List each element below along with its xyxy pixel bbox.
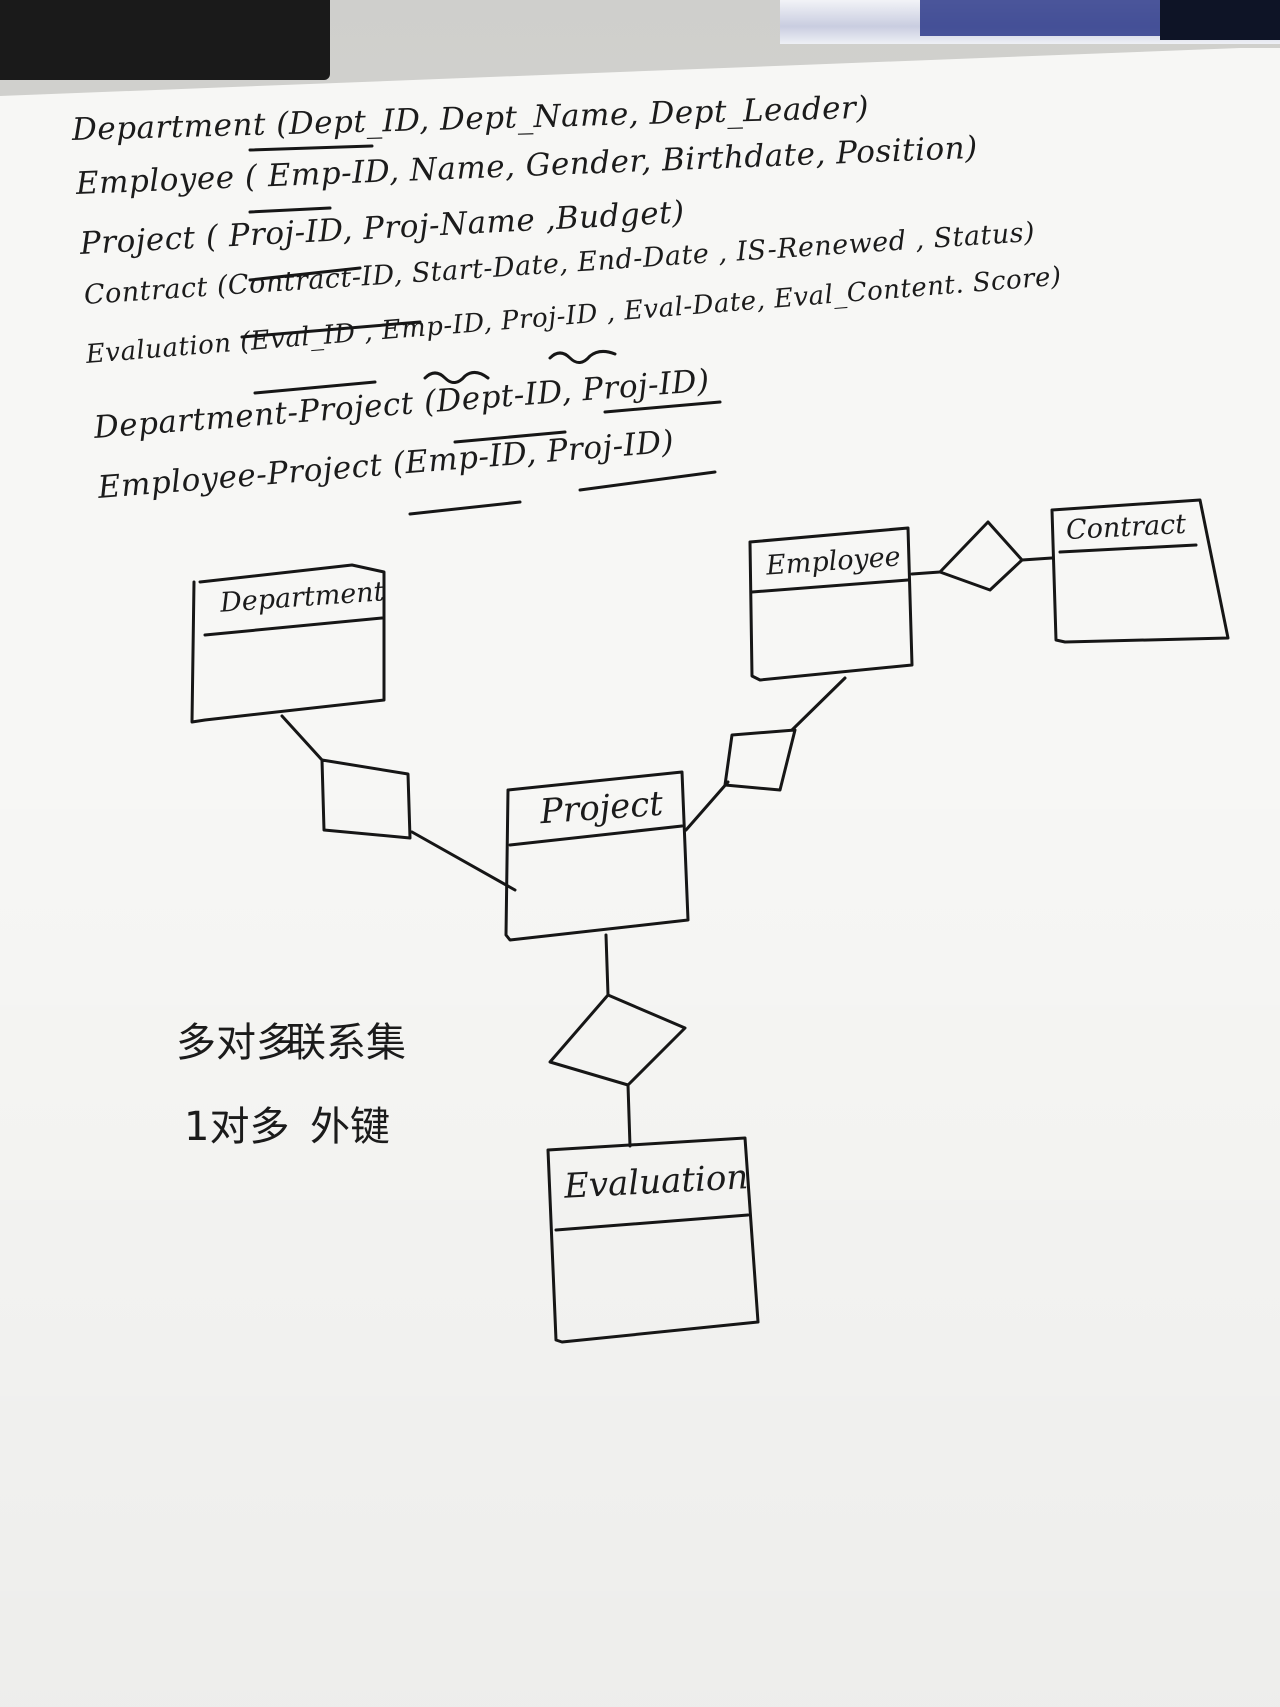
emp-contract-line-2 [1020, 556, 1054, 562]
department-divider [203, 616, 384, 637]
contract-divider [1058, 543, 1198, 554]
underline-dept-id [248, 144, 374, 152]
wavy-emp-id [423, 371, 490, 384]
note-foreign-key: 外键 [310, 1104, 390, 1150]
wavy-proj-id [548, 349, 617, 364]
emp-rel-line-1 [790, 676, 847, 732]
dept-project-relationship-box [320, 758, 412, 840]
underline-proj-id-3 [578, 470, 717, 492]
project-divider [508, 824, 684, 847]
entity-label-project: Project [538, 783, 665, 833]
proj-eval-line-2 [626, 1083, 632, 1148]
evaluation-divider [554, 1213, 750, 1232]
emp-rel-line-2 [684, 780, 730, 832]
black-object [0, 0, 330, 80]
underline-emp-id [248, 206, 332, 214]
proj-eval-line-1 [604, 933, 610, 997]
entity-label-contract: Contract [1065, 508, 1187, 547]
underline-dept-id-2 [453, 430, 567, 444]
project-evaluation-diamond [548, 993, 687, 1087]
underline-proj-id [248, 266, 362, 282]
employee-divider [750, 578, 910, 594]
emp-contract-line-1 [910, 570, 942, 576]
evaluation-box [546, 1136, 760, 1344]
note-junction-table: 联系集 [286, 1020, 406, 1066]
underline-proj-id-2 [603, 400, 722, 414]
project-box [504, 770, 690, 942]
paper-sheet [0, 48, 1280, 1707]
underline-eval-id [253, 380, 377, 395]
contract-box [1050, 498, 1230, 644]
dept-rel-line-1 [280, 714, 324, 762]
department-box [190, 563, 386, 724]
note-one-to-many: 1对多 [184, 1104, 290, 1150]
pen-band [920, 0, 1160, 36]
employee-box [748, 526, 914, 682]
underline-contract-id [240, 320, 422, 339]
employee-contract-diamond [938, 520, 1024, 592]
employee-project-relationship-box [723, 728, 797, 792]
underline-emp-id-2 [408, 500, 522, 516]
pen-clip [1160, 0, 1280, 40]
paper-shadow [0, 760, 1280, 1707]
note-many-to-many: 多对多 [176, 1020, 296, 1066]
dept-rel-line-2 [410, 830, 517, 892]
